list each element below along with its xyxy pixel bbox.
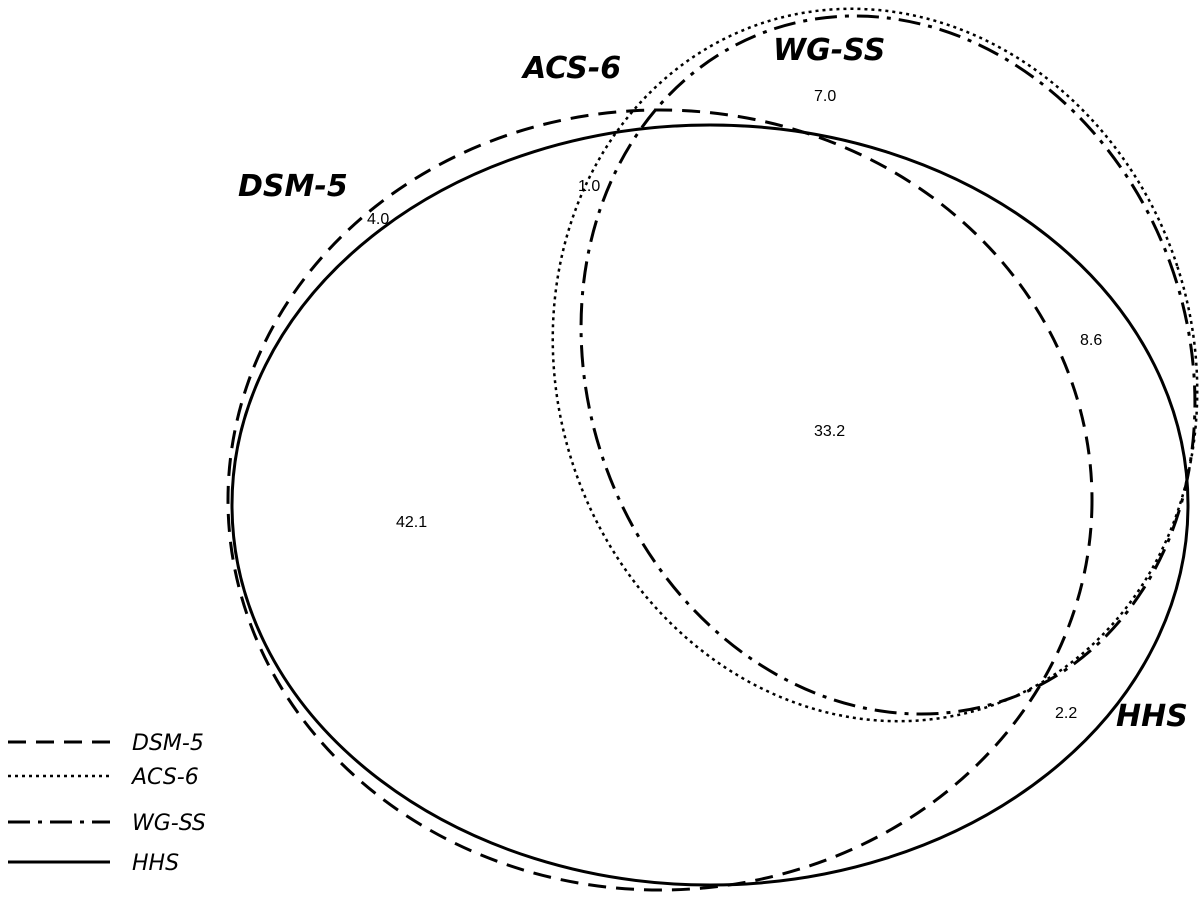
hhs-ellipse: [230, 123, 1190, 887]
set-label-hhs: HHS: [1116, 699, 1188, 734]
region-value-hhs-wgss: 8.6: [1080, 332, 1102, 349]
region-value-dsm-hhs: 42.1: [396, 514, 427, 531]
legend: DSM-5 ACS-6 WG-SS HHS: [8, 731, 206, 876]
legend-label-wgss: WG-SS: [132, 811, 206, 836]
set-label-wgss: WG-SS: [773, 33, 885, 68]
set-label-dsm5: DSM-5: [238, 169, 348, 204]
region-value-dsm-only: 4.0: [367, 211, 389, 228]
region-value-core: 33.2: [814, 423, 845, 440]
set-label-acs6: ACS-6: [521, 51, 621, 86]
legend-label-dsm5: DSM-5: [132, 731, 204, 756]
region-value-acs: 1.0: [578, 178, 600, 195]
region-value-bottom-right: 2.2: [1055, 705, 1077, 722]
dsm5-ellipse: [226, 108, 1094, 892]
region-value-wgss-only: 7.0: [814, 88, 836, 105]
legend-label-acs6: ACS-6: [130, 765, 199, 790]
legend-label-hhs: HHS: [132, 851, 179, 876]
acs6-ellipse: [551, 7, 1199, 723]
wgss-ellipse: [579, 14, 1197, 716]
